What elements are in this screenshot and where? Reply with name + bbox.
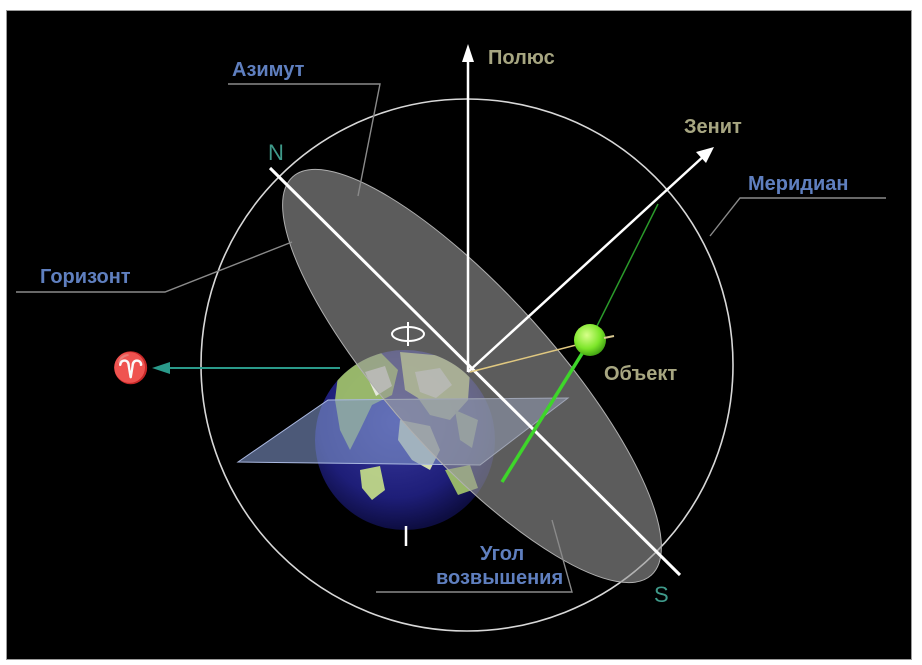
arrow-upright-icon xyxy=(696,147,714,163)
horizon-label: Горизонт xyxy=(40,266,131,288)
meridian-arc-green xyxy=(589,203,659,341)
elevation-line xyxy=(500,343,590,483)
elevation-leader xyxy=(376,519,573,593)
horizon-leader xyxy=(16,241,293,293)
arrow-up-icon xyxy=(462,44,474,62)
elevation-label-line2: возвышения xyxy=(436,567,563,589)
south-label: S xyxy=(654,582,669,607)
arrow-left-icon xyxy=(152,362,170,374)
pole-label: Полюс xyxy=(488,47,555,69)
meridian-leader xyxy=(709,197,886,237)
azimuth-leader xyxy=(228,83,381,197)
object-direction-line xyxy=(469,341,589,373)
azimuth-label: Азимут xyxy=(232,59,305,81)
elevation-label-line1: Угол xyxy=(480,543,524,565)
zenith-label: Зенит xyxy=(684,116,742,138)
aries-symbol-icon: ♈ xyxy=(112,350,149,386)
meridian-label: Меридиан xyxy=(748,173,849,195)
celestial-object xyxy=(574,324,606,356)
object-label: Объект xyxy=(604,363,677,385)
object-tick xyxy=(603,335,615,339)
zenith-axis xyxy=(467,154,706,373)
north-label: N xyxy=(268,140,284,165)
